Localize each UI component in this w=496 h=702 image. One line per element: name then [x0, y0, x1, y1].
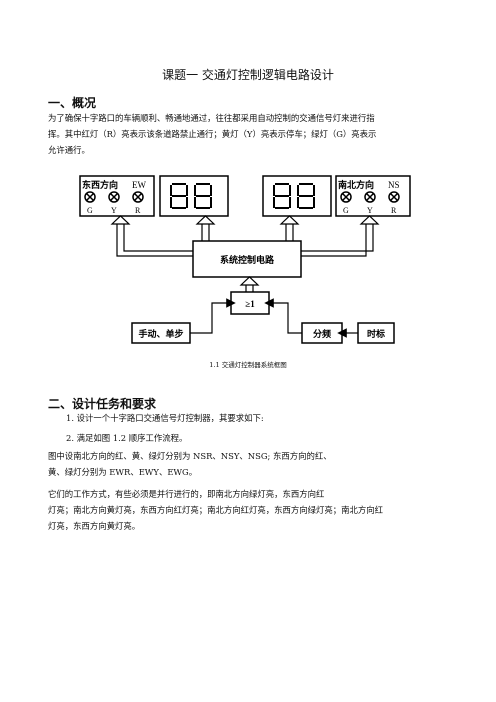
section-heading-tasks: 二、设计任务和要求 [48, 397, 157, 411]
ew-countdown-display [159, 175, 229, 217]
ew-green-label: G [87, 206, 93, 215]
overview-line: 为了确保十字路口的车辆顺利、畅通地通过，往往都采用自动控制的交通信号灯来进行指 [48, 113, 375, 123]
ns-direction-label: 南北方向 [338, 179, 374, 190]
ew-light-box: 东西方向 EW G Y R [79, 175, 155, 217]
ns-green-label: G [343, 206, 349, 215]
ns-lamp-icon [364, 191, 376, 203]
overview-line: 挥。其中红灯（R）亮表示该条道路禁止通行；黄灯（Y）亮表示停车；绿灯（G）亮表示 [48, 129, 377, 139]
ew-yellow-label: Y [111, 206, 117, 215]
system-controller-block: 系统控制电路 [192, 240, 302, 278]
section-heading-overview: 一、概况 [48, 96, 97, 110]
controller-label: 系统控制电路 [220, 254, 275, 265]
lights-line: 图中设南北方向的红、黄、绿灯分别为 NSR、NSY、NSG; 东西方向的红、 [48, 451, 332, 461]
ew-lamp-icon [132, 191, 144, 203]
or-gate-label: ≥1 [245, 299, 255, 309]
ew-lamp-icon [84, 191, 96, 203]
ns-lamp-icon [388, 191, 400, 203]
controller-output-arrows [110, 215, 380, 257]
manual-step-label: 手动、单步 [138, 328, 183, 339]
page-title: 课题一 交通灯控制逻辑电路设计 [162, 68, 334, 82]
task-item: 1. 设计一个十字路口交通信号灯控制器，其要求如下: [66, 413, 264, 423]
lights-paragraph: 图中设南北方向的红、黄、绿灯分别为 NSR、NSY、NSG; 东西方向的红、 黄… [48, 448, 448, 480]
ns-yellow-label: Y [367, 206, 373, 215]
clock-label: 时标 [367, 328, 385, 339]
traffic-controller-block-diagram: 东西方向 EW G Y R [79, 175, 411, 344]
mode-line: 它们的工作方式，有些必须是并行进行的，即南北方向绿灯亮，东西方向红 [48, 489, 325, 499]
ns-countdown-display [262, 175, 332, 217]
ns-code-label: NS [388, 180, 400, 190]
lights-line: 黄、绿灯分别为 EWR、EWY、EWG。 [48, 467, 198, 477]
or-gate-output-arrow [239, 276, 260, 292]
ns-lamp-icon [340, 191, 352, 203]
ew-direction-label: 东西方向 [82, 179, 118, 190]
overview-paragraph: 为了确保十字路口的车辆顺利、畅通地通过，往往都采用自动控制的交通信号灯来进行指 … [48, 110, 448, 158]
clock-block: 时标 [357, 322, 395, 344]
divider-label: 分频 [313, 328, 331, 339]
divider-block: 分频 [301, 322, 343, 344]
manual-step-block: 手动、单步 [131, 322, 191, 344]
ew-lamp-icon [108, 191, 120, 203]
or-gate-block: ≥1 [230, 291, 270, 315]
mode-line: 灯亮，东西方向黄灯亮。 [48, 521, 141, 531]
ew-code-label: EW [132, 180, 146, 190]
mode-paragraph: 它们的工作方式，有些必须是并行进行的，即南北方向绿灯亮，东西方向红 灯亮；南北方… [48, 486, 448, 534]
ns-red-label: R [391, 206, 397, 215]
mode-line: 灯亮；南北方向黄灯亮，东西方向红灯亮；南北方向红灯亮，东西方向绿灯亮；南北方向红 [48, 505, 383, 515]
overview-line: 允许通行。 [48, 145, 90, 155]
task-item: 2. 满足如图 1.2 顺序工作流程。 [66, 433, 188, 443]
input-connections [190, 298, 358, 338]
ns-light-box: 南北方向 NS G Y R [335, 175, 411, 217]
ew-red-label: R [135, 206, 141, 215]
figure-caption: 1.1 交通灯控制器系统框图 [209, 361, 287, 369]
